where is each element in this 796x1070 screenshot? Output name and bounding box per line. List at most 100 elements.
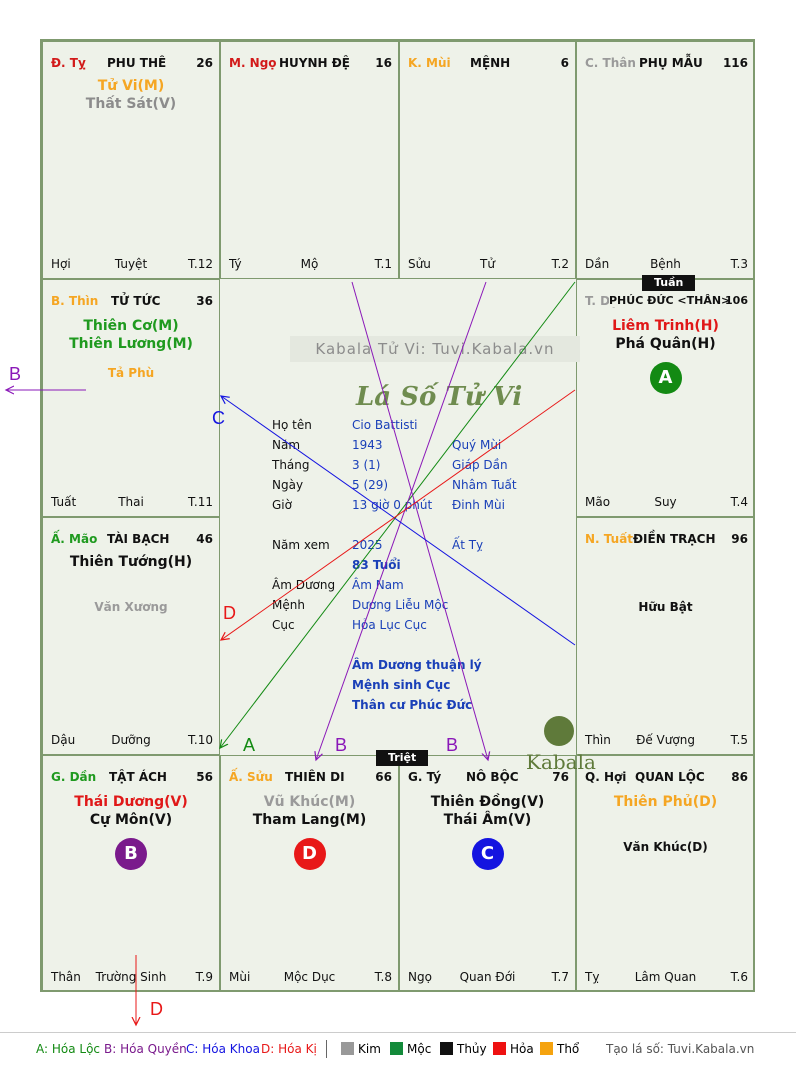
arrow-label-d: D: [223, 603, 236, 623]
thang-label: Tháng: [272, 458, 310, 472]
ho-ten-value: Cio Battisti: [352, 418, 418, 432]
truong-sinh: Bệnh: [650, 257, 681, 271]
legend-thuy-label: Thủy: [457, 1042, 487, 1056]
legend-bar: A: Hóa Lộc B: Hóa Quyền C: Hóa Khoa D: H…: [0, 1032, 796, 1070]
nam-xem-label: Năm xem: [272, 538, 330, 552]
hoa-loc-badge: A: [649, 362, 682, 394]
cuc-value: Hỏa Lục Cục: [352, 618, 427, 632]
truong-sinh: Dưỡng: [111, 733, 151, 747]
dai-van: 76: [552, 770, 569, 784]
moc-swatch-icon: [390, 1042, 403, 1055]
palace-menh[interactable]: K. Mùi MỆNH 6 Sửu Tử T.2: [399, 41, 576, 279]
kim-swatch-icon: [341, 1042, 354, 1055]
arrow-label-b: B: [335, 735, 347, 755]
thuy-swatch-icon: [440, 1042, 453, 1055]
palace-chi: Mùi: [229, 970, 251, 984]
truong-sinh: Mộ: [300, 257, 319, 271]
palace-huynh-de[interactable]: M. Ngọ HUYNH ĐỆ 16 Tý Mộ T.1: [220, 41, 399, 279]
palace-chi: Tuất: [51, 495, 77, 509]
arrow-label-b: B: [9, 364, 21, 384]
truong-sinh: Suy: [654, 495, 677, 509]
truong-sinh: Mộc Dục: [283, 970, 336, 984]
truong-sinh: Thai: [118, 495, 144, 509]
palace-quan-loc[interactable]: Q. Hợi QUAN LỘC 86 Thiên Phủ(D) Văn Khúc…: [576, 755, 755, 992]
minor-star: Hữu Bật: [638, 600, 693, 614]
palace-thien-di[interactable]: Ấ. Sửu THIÊN DI 66 Vũ Khúc(M) Tham Lang(…: [220, 755, 399, 992]
palace-tat-ach[interactable]: G. Dần TẬT ÁCH 56 Thái Dương(V) Cự Môn(V…: [42, 755, 220, 992]
menh-label: Mệnh: [272, 598, 305, 612]
palace-name: PHỤ MẪU: [639, 56, 703, 70]
dai-van: 116: [722, 56, 748, 70]
cuc-label: Cục: [272, 618, 295, 632]
main-star: Thiên Cơ(M): [83, 318, 179, 334]
palace-chi: Tỵ: [585, 970, 600, 984]
truong-sinh: Lâm Quan: [634, 970, 697, 984]
palace-chi: Thân: [51, 970, 81, 984]
legend-hoa-ki: D: Hóa Kị: [261, 1042, 317, 1056]
arrow-c-blue: [221, 396, 576, 646]
gio-label: Giờ: [272, 498, 292, 512]
tieu-han: T.1: [374, 257, 392, 271]
palace-tu-tuc[interactable]: B. Thìn TỬ TỨC 36 Thiên Cơ(M) Thiên Lươn…: [42, 279, 220, 517]
legend-thuy: Thủy: [440, 1042, 487, 1056]
palace-can: Đ. Tỵ: [51, 56, 86, 70]
gio-can-chi: Đinh Mùi: [452, 498, 505, 512]
palace-name: TỬ TỨC: [111, 294, 161, 308]
main-star: Tham Lang(M): [252, 812, 367, 828]
main-star: Thất Sát(V): [85, 96, 177, 112]
minor-star: Tả Phù: [107, 366, 155, 380]
legend-hoa-loc: A: Hóa Lộc: [36, 1042, 101, 1056]
tieu-han: T.8: [374, 970, 392, 984]
palace-chi: Dậu: [51, 733, 76, 747]
arrow-label-d: D: [150, 999, 163, 1019]
dai-van: 6: [560, 56, 569, 70]
main-star: Thiên Tướng(H): [69, 554, 193, 570]
tieu-han: T.7: [551, 970, 569, 984]
kabala-logo-icon: [544, 716, 574, 746]
palace-chi: Mão: [585, 495, 611, 509]
palace-can: K. Mùi: [408, 56, 451, 70]
palace-no-boc[interactable]: G. Tý NÔ BỘC 76 Thiên Đồng(V) Thái Âm(V)…: [399, 755, 576, 992]
dai-van: 36: [196, 294, 213, 308]
arrow-label-c: C: [212, 408, 225, 428]
tieu-han: T.5: [730, 733, 748, 747]
ngay-can-chi: Nhâm Tuất: [452, 478, 517, 492]
legend-kim: Kim: [341, 1042, 381, 1056]
nam-xem-can-chi: Ất Tỵ: [452, 538, 484, 552]
palace-tai-bach[interactable]: Ấ. Mão TÀI BẠCH 46 Thiên Tướng(H) Văn Xư…: [42, 517, 220, 755]
main-star: Phá Quân(H): [615, 336, 716, 352]
note-am-duong: Âm Dương thuận lý: [352, 658, 482, 672]
dai-van: 46: [196, 532, 213, 546]
menh-value: Dương Liễu Mộc: [352, 598, 449, 612]
main-star: Thái Dương(V): [74, 794, 188, 810]
hoa-ki-badge: D: [293, 838, 326, 870]
nam-value: 1943: [352, 438, 383, 452]
legend-site-link[interactable]: Tạo lá số: Tuvi.Kabala.vn: [606, 1042, 755, 1056]
palace-can: Ấ. Sửu: [229, 770, 273, 784]
watermark-text: Kabala Tử Vi: Tuvi.Kabala.vn: [290, 336, 580, 362]
main-star: Thái Âm(V): [443, 812, 532, 828]
kabala-logo-text: Kabala: [526, 750, 596, 774]
palace-chi: Ngọ: [408, 970, 432, 984]
ngay-value: 5 (29): [352, 478, 389, 492]
minor-star: Văn Khúc(D): [623, 840, 708, 854]
palace-name: ĐIỀN TRẠCH: [633, 532, 716, 546]
center-info-panel: Kabala Tử Vi: Tuvi.Kabala.vn Lá Số Tử Vi…: [260, 318, 616, 794]
gio-value: 13 giờ 0 phút: [352, 498, 433, 512]
dai-van: 56: [196, 770, 213, 784]
main-star: Tử Vi(M): [97, 78, 165, 94]
palace-phu-the[interactable]: Đ. Tỵ PHU THÊ 26 Tử Vi(M) Thất Sát(V) Hợ…: [42, 41, 220, 279]
note-menh-cuc: Mệnh sinh Cục: [352, 678, 451, 692]
tieu-han: T.2: [551, 257, 569, 271]
palace-can: N. Tuất: [585, 532, 634, 546]
arrow-label-b: B: [446, 735, 458, 755]
dai-van: 66: [375, 770, 392, 784]
palace-can: C. Thân: [585, 56, 636, 70]
nam-can-chi: Quý Mùi: [452, 438, 502, 452]
palace-dien-trach[interactable]: N. Tuất ĐIỀN TRẠCH 96 Hữu Bật Thìn Đế Vư…: [576, 517, 755, 755]
main-star: Thiên Phủ(D): [613, 794, 718, 810]
legend-separator: [326, 1040, 327, 1058]
minor-star: Văn Xương: [94, 600, 168, 614]
tieu-han: T.9: [195, 970, 213, 984]
